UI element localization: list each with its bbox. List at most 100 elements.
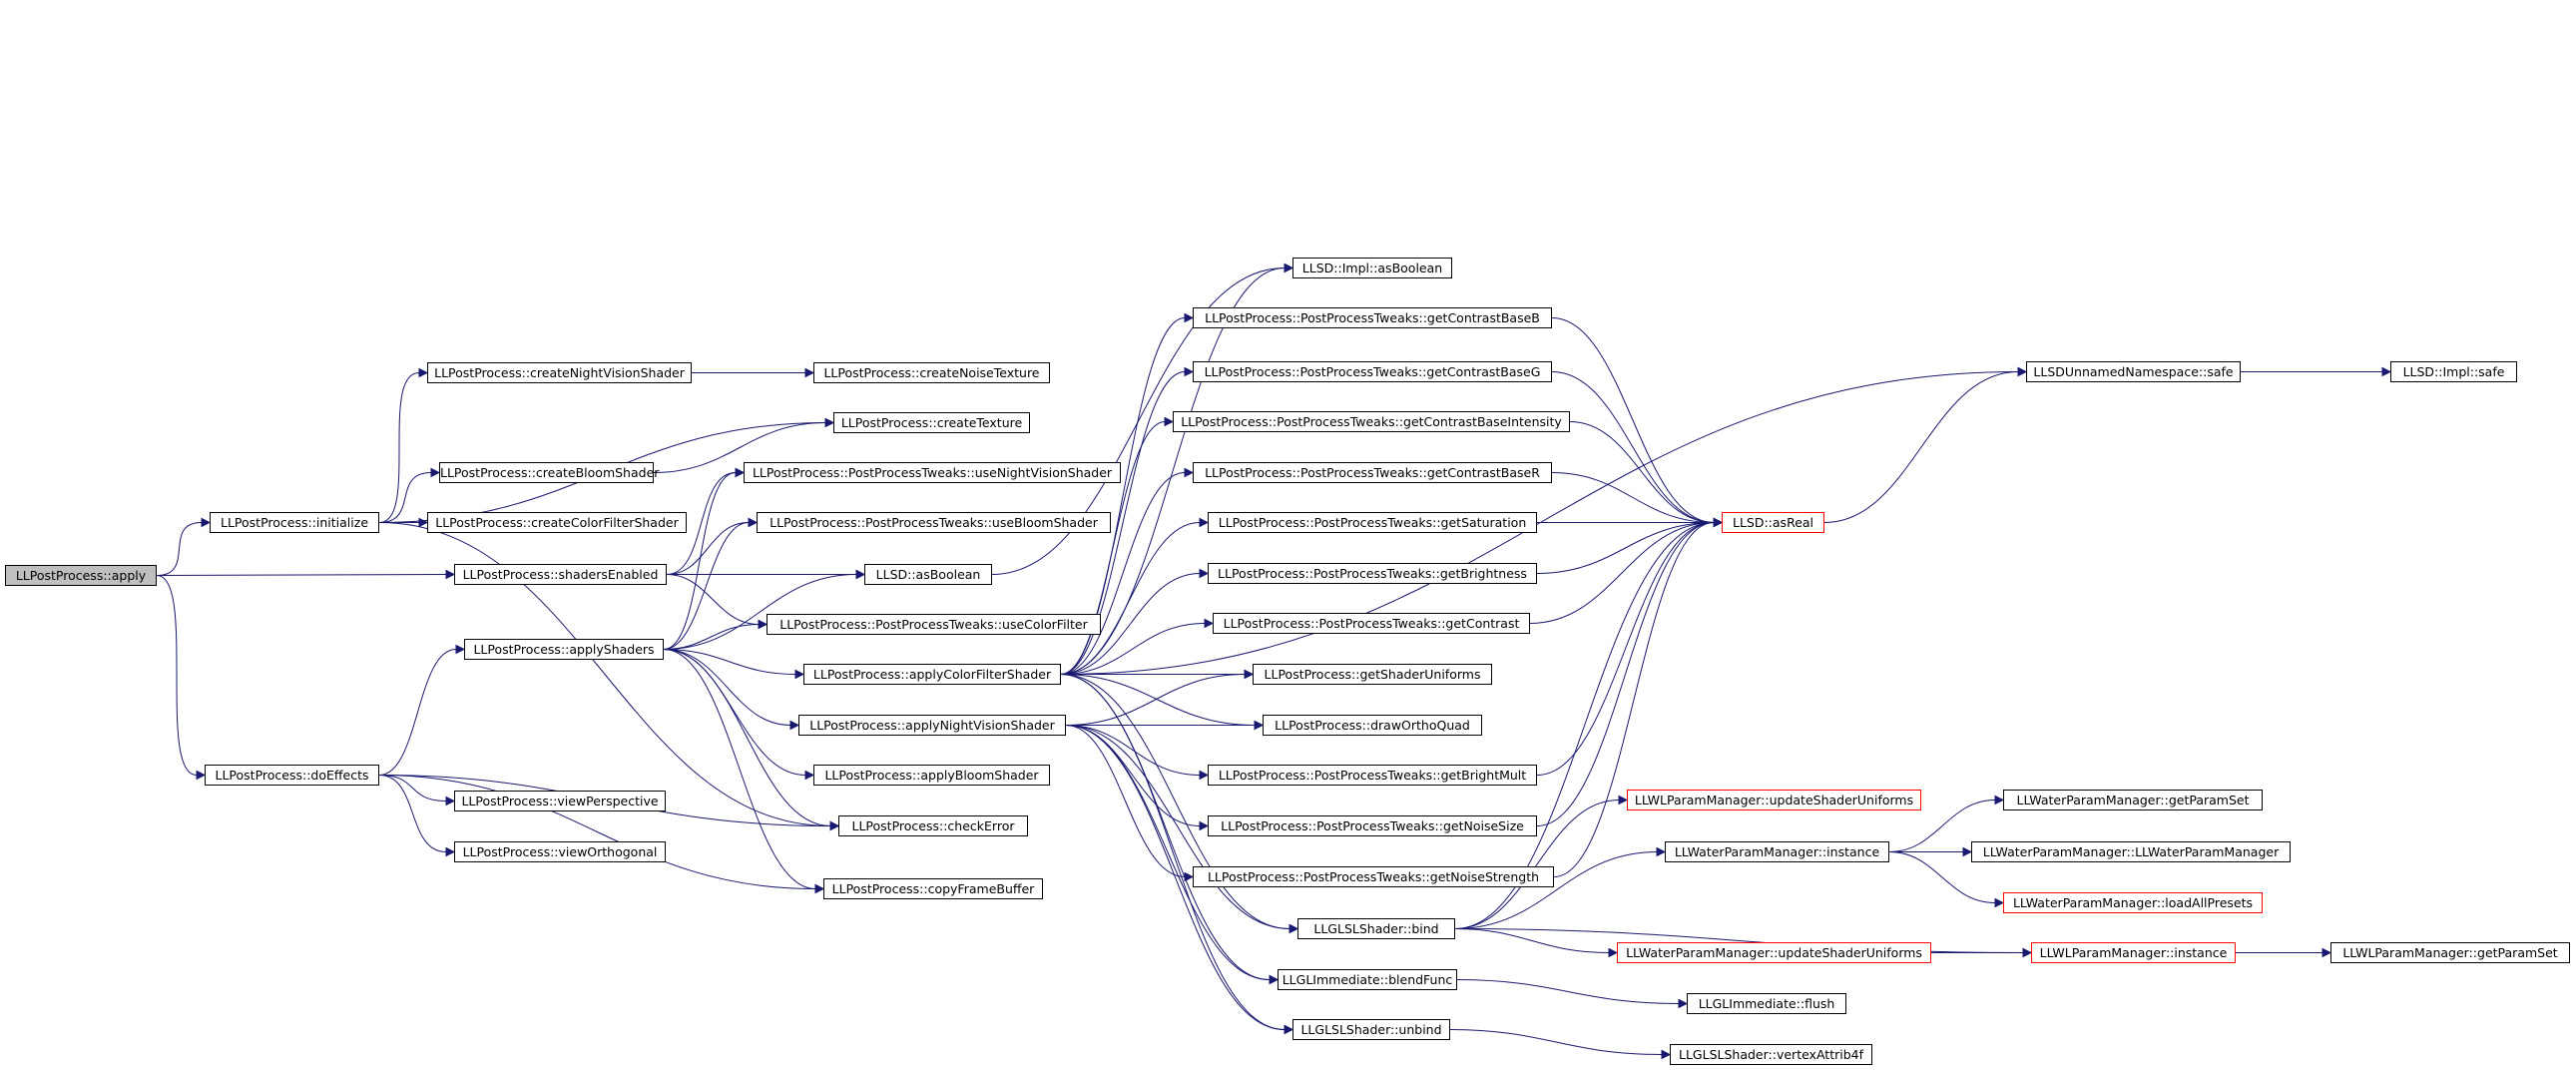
node-wl-instance[interactable]: LLWLParamManager::instance	[2031, 942, 2236, 963]
edge-shadersEnabled-to-useColorFilter	[666, 574, 760, 625]
node-use-night-vision-shader[interactable]: LLPostProcess::PostProcessTweaks::useNig…	[744, 462, 1121, 483]
edge-applyNightVisionShader-to-getNoiseStrength	[1065, 725, 1186, 877]
edge-applyColorFilterShader-to-glslBind	[1060, 674, 1290, 929]
edge-apply-to-initialize	[156, 522, 203, 576]
arrowhead	[1713, 517, 1724, 528]
node-get-contrast-base-g[interactable]: LLPostProcess::PostProcessTweaks::getCon…	[1193, 361, 1552, 382]
edge-getContrastBaseG-to-asReal	[1551, 371, 1715, 523]
node-apply-shaders[interactable]: LLPostProcess::applyShaders	[464, 639, 664, 660]
node-as-boolean[interactable]: LLSD::asBoolean	[864, 564, 992, 585]
edge-applyShaders-to-asBoolean	[663, 574, 857, 650]
arrowhead	[1656, 846, 1667, 857]
node-check-error[interactable]: LLPostProcess::checkError	[838, 815, 1028, 836]
node-create-color-filter-shader[interactable]: LLPostProcess::createColorFilterShader	[427, 512, 687, 533]
node-blend-func[interactable]: LLGLImmediate::blendFunc	[1278, 969, 1457, 990]
edge-glslBind-to-waterUpdateShaderUniforms	[1454, 928, 1610, 953]
arrowhead	[855, 569, 866, 580]
edge-getNoiseSize-to-asReal	[1536, 522, 1715, 826]
node-flush[interactable]: LLGLImmediate::flush	[1687, 993, 1846, 1014]
node-do-effects[interactable]: LLPostProcess::doEffects	[205, 765, 379, 786]
arrowhead	[1678, 998, 1689, 1009]
node-apply[interactable]: LLPostProcess::apply	[5, 565, 157, 586]
node-create-bloom-shader[interactable]: LLPostProcess::createBloomShader	[439, 462, 659, 483]
edge-applyColorFilterShader-to-getSaturation	[1060, 522, 1201, 675]
arrowhead	[1284, 1024, 1294, 1035]
node-get-saturation[interactable]: LLPostProcess::PostProcessTweaks::getSat…	[1208, 512, 1537, 533]
node-use-color-filter[interactable]: LLPostProcess::PostProcessTweaks::useCol…	[767, 614, 1101, 635]
node-get-contrast[interactable]: LLPostProcess::PostProcessTweaks::getCon…	[1213, 613, 1530, 634]
edge-applyShaders-to-copyFrameBuffer	[663, 649, 816, 889]
arrowhead	[2022, 947, 2033, 958]
arrowhead	[455, 644, 466, 655]
node-use-bloom-shader[interactable]: LLPostProcess::PostProcessTweaks::useBlo…	[757, 512, 1111, 533]
node-water-ctor[interactable]: LLWaterParamManager::LLWaterParamManager	[1971, 841, 2291, 862]
node-draw-ortho-quad[interactable]: LLPostProcess::drawOrthoQuad	[1263, 715, 1482, 736]
edge-applyColorFilterShader-to-drawOrthoQuad	[1060, 674, 1256, 726]
edge-applyShaders-to-useColorFilter	[663, 624, 760, 650]
edge-applyShaders-to-applyNightVisionShader	[663, 649, 791, 726]
edge-apply-to-doEffects	[156, 575, 198, 776]
arrowhead	[1199, 568, 1210, 579]
node-water-instance[interactable]: LLWaterParamManager::instance	[1665, 841, 1889, 862]
node-initialize[interactable]: LLPostProcess::initialize	[210, 512, 379, 533]
arrowhead	[1199, 820, 1210, 831]
arrowhead	[814, 883, 825, 894]
edge-applyColorFilterShader-to-getContrastBaseIntensity	[1060, 421, 1166, 675]
node-get-contrast-base-r[interactable]: LLPostProcess::PostProcessTweaks::getCon…	[1193, 462, 1552, 483]
edge-shadersEnabled-to-useNightVisionShader	[666, 472, 737, 575]
node-get-param-set[interactable]: LLWaterParamManager::getParamSet	[2003, 790, 2263, 810]
node-impl-as-boolean[interactable]: LLSD::Impl::asBoolean	[1292, 258, 1452, 278]
edge-applyColorFilterShader-to-getContrastBaseG	[1060, 371, 1186, 675]
arrowhead	[418, 367, 429, 378]
node-copy-frame-buffer[interactable]: LLPostProcess::copyFrameBuffer	[823, 878, 1043, 899]
node-apply-bloom-shader[interactable]: LLPostProcess::applyBloomShader	[813, 765, 1050, 786]
edge-applyShaders-to-useBloomShader	[663, 522, 750, 650]
edge-waterInstance-to-loadAllPresets	[1888, 851, 1996, 903]
edge-applyColorFilterShader-to-glslUnbind	[1060, 674, 1286, 1030]
node-view-orthogonal[interactable]: LLPostProcess::viewOrthogonal	[454, 841, 666, 862]
arrowhead	[1184, 467, 1195, 478]
arrowhead	[1164, 416, 1175, 427]
node-get-noise-strength[interactable]: LLPostProcess::PostProcessTweaks::getNoi…	[1193, 866, 1554, 887]
edge-applyColorFilterShader-to-getContrastBaseR	[1060, 472, 1186, 675]
node-create-night-vision-shader[interactable]: LLPostProcess::createNightVisionShader	[427, 362, 692, 383]
node-get-contrast-base-intensity[interactable]: LLPostProcess::PostProcessTweaks::getCon…	[1173, 411, 1570, 432]
node-wl-get-param-set[interactable]: LLWLParamManager::getParamSet	[2330, 942, 2570, 963]
arrowhead	[1244, 669, 1255, 680]
edge-doEffects-to-viewOrthogonal	[378, 775, 447, 852]
node-view-perspective[interactable]: LLPostProcess::viewPerspective	[454, 791, 666, 811]
node-as-real[interactable]: LLSD::asReal	[1722, 512, 1824, 533]
node-vertex-attrib4f[interactable]: LLGLSLShader::vertexAttrib4f	[1670, 1044, 1872, 1065]
edge-apply-to-shadersEnabled	[156, 574, 447, 576]
arrowhead	[1254, 720, 1265, 731]
node-water-update-shader-uniforms[interactable]: LLWaterParamManager::updateShaderUniform…	[1617, 942, 1931, 963]
node-get-brightness[interactable]: LLPostProcess::PostProcessTweaks::getBri…	[1208, 563, 1537, 584]
node-glsl-unbind[interactable]: LLGLSLShader::unbind	[1292, 1019, 1450, 1040]
node-get-noise-size[interactable]: LLPostProcess::PostProcessTweaks::getNoi…	[1208, 815, 1537, 836]
edge-doEffects-to-applyShaders	[378, 649, 457, 776]
node-create-noise-texture[interactable]: LLPostProcess::createNoiseTexture	[813, 362, 1050, 383]
node-get-bright-mult[interactable]: LLPostProcess::PostProcessTweaks::getBri…	[1208, 765, 1537, 786]
edge-applyShaders-to-checkError	[663, 649, 831, 826]
node-impl-safe[interactable]: LLSD::Impl::safe	[2390, 361, 2517, 382]
arrowhead	[430, 467, 441, 478]
node-create-texture[interactable]: LLPostProcess::createTexture	[833, 412, 1030, 433]
node-apply-color-filter-shader[interactable]: LLPostProcess::applyColorFilterShader	[803, 664, 1061, 685]
arrowhead	[1994, 897, 2005, 908]
node-wl-update-shader-uniforms[interactable]: LLWLParamManager::updateShaderUniforms	[1627, 790, 1921, 810]
arrowhead	[1184, 871, 1195, 882]
node-load-all-presets[interactable]: LLWaterParamManager::loadAllPresets	[2003, 892, 2263, 913]
edge-getContrastBaseIntensity-to-asReal	[1569, 421, 1715, 523]
edge-blendFunc-to-flush	[1456, 979, 1680, 1004]
edge-applyShaders-to-useNightVisionShader	[663, 472, 737, 650]
arrowhead	[1199, 770, 1210, 781]
node-get-contrast-base-b[interactable]: LLPostProcess::PostProcessTweaks::getCon…	[1193, 307, 1552, 328]
node-safe[interactable]: LLSDUnnamedNamespace::safe	[2026, 361, 2241, 382]
arrowhead	[201, 517, 212, 528]
arrowhead	[445, 796, 456, 806]
node-get-shader-uniforms[interactable]: LLPostProcess::getShaderUniforms	[1253, 664, 1492, 685]
node-apply-night-vision-shader[interactable]: LLPostProcess::applyNightVisionShader	[798, 715, 1066, 736]
node-glsl-bind[interactable]: LLGLSLShader::bind	[1297, 918, 1455, 939]
edge-glslBind-to-asReal	[1454, 522, 1715, 929]
node-shaders-enabled[interactable]: LLPostProcess::shadersEnabled	[454, 564, 667, 585]
